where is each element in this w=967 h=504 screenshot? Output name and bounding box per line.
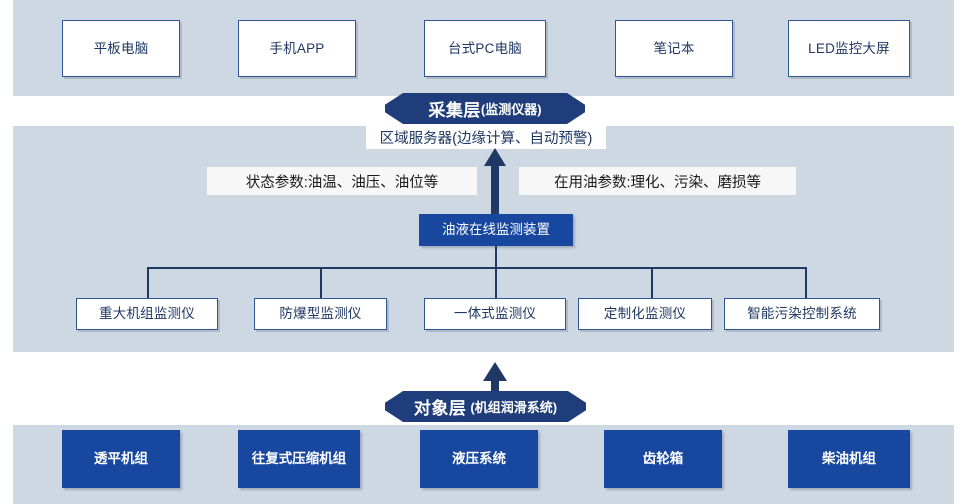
arrow-device-to-server — [480, 148, 510, 215]
monitor-box-explosion-proof[interactable]: 防爆型监测仪 — [254, 298, 387, 330]
badge-collection-layer: 采集层(监测仪器) — [385, 93, 585, 124]
badge-object-layer: 对象层(机组润滑系统) — [385, 391, 586, 422]
terminal-label: 笔记本 — [653, 40, 695, 56]
monitor-label: 防爆型监测仪 — [279, 306, 362, 322]
terminal-box-tablet[interactable]: 平板电脑 — [62, 20, 180, 77]
monitor-label: 定制化监测仪 — [603, 306, 687, 322]
badge-collection-title: 采集层 — [428, 101, 481, 120]
monitor-box-customized[interactable]: 定制化监测仪 — [578, 298, 712, 330]
equipment-label: 液压系统 — [452, 451, 506, 467]
in-use-oil-parameters-label: 在用油参数:理化、污染、磨损等 — [519, 167, 796, 195]
monitor-box-integrated[interactable]: 一体式监测仪 — [424, 298, 566, 330]
regional-server-text: 区域服务器(边缘计算、自动预警) — [379, 130, 593, 147]
badge-object-subtitle: (机组润滑系统) — [470, 400, 558, 415]
badge-object-title: 对象层 — [413, 399, 467, 418]
terminal-box-laptop[interactable]: 笔记本 — [615, 20, 733, 77]
oil-online-monitoring-device-box[interactable]: 油液在线监测装置 — [419, 214, 573, 246]
arrow-object-to-collection — [479, 362, 511, 402]
connector-drop-3 — [495, 267, 497, 299]
regional-server-label: 区域服务器(边缘计算、自动预警) — [366, 125, 606, 149]
in-use-oil-parameters-text: 在用油参数:理化、污染、磨损等 — [553, 174, 762, 191]
monitor-box-major-unit[interactable]: 重大机组监测仪 — [76, 298, 218, 330]
device-label: 油液在线监测装置 — [442, 222, 550, 238]
status-parameters-text: 状态参数:油温、油压、油位等 — [245, 174, 439, 191]
monitor-label: 智能污染控制系统 — [747, 306, 857, 322]
connector-device-stem — [495, 246, 497, 268]
equipment-label: 柴油机组 — [822, 451, 876, 467]
equipment-box-reciprocating-compressor[interactable]: 往复式压缩机组 — [238, 430, 360, 488]
equipment-label: 透平机组 — [94, 451, 148, 467]
terminal-label: LED监控大屏 — [808, 40, 890, 56]
connector-drop-2 — [320, 267, 322, 299]
equipment-box-turbine-unit[interactable]: 透平机组 — [62, 430, 180, 488]
connector-monitor-bus — [147, 267, 806, 269]
equipment-label: 往复式压缩机组 — [251, 451, 347, 467]
equipment-label: 齿轮箱 — [642, 451, 684, 467]
monitor-label: 重大机组监测仪 — [99, 306, 195, 322]
terminal-box-led-screen[interactable]: LED监控大屏 — [788, 20, 910, 77]
connector-drop-4 — [651, 267, 653, 299]
connector-drop-1 — [147, 267, 149, 299]
badge-collection-subtitle: (监测仪器) — [480, 102, 542, 117]
monitor-box-smart-contamination-control[interactable]: 智能污染控制系统 — [724, 298, 880, 330]
status-parameters-label: 状态参数:油温、油压、油位等 — [207, 167, 477, 195]
equipment-box-gearbox[interactable]: 齿轮箱 — [604, 430, 722, 488]
terminal-label: 平板电脑 — [93, 40, 149, 56]
terminal-label: 台式PC电脑 — [448, 40, 522, 56]
monitor-label: 一体式监测仪 — [453, 306, 537, 322]
terminal-box-mobile-app[interactable]: 手机APP — [238, 20, 356, 77]
equipment-box-diesel-unit[interactable]: 柴油机组 — [788, 430, 910, 488]
terminal-label: 手机APP — [269, 40, 325, 56]
equipment-box-hydraulic-system[interactable]: 液压系统 — [420, 430, 538, 488]
connector-drop-5 — [805, 267, 807, 299]
terminal-box-desktop-pc[interactable]: 台式PC电脑 — [424, 20, 546, 77]
